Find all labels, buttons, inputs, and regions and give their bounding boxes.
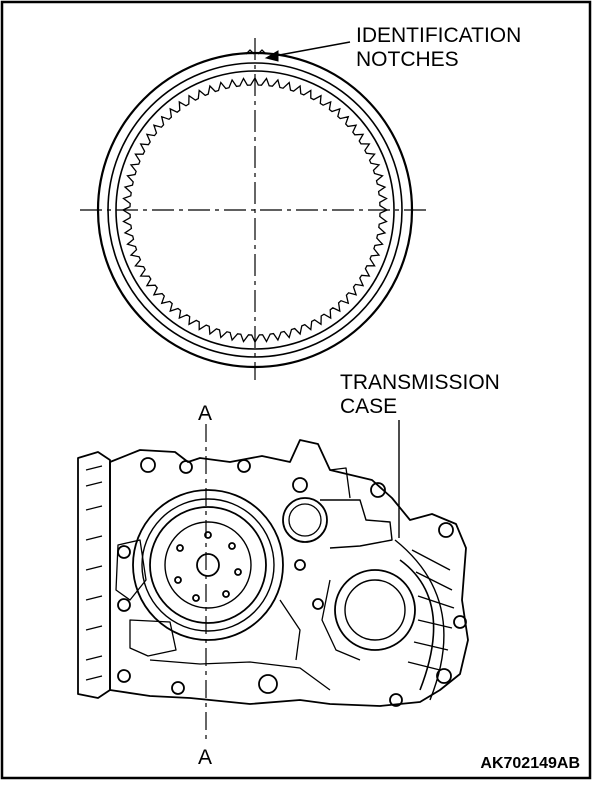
identification-leader (264, 41, 351, 62)
case-left-flange (77, 451, 111, 699)
transmission-label-line1: TRANSMISSION (340, 371, 500, 394)
differential-bore (334, 569, 416, 651)
diagram-border (0, 0, 592, 780)
section-label-top: A (198, 402, 212, 425)
case-ribs (407, 549, 455, 671)
identification-notch (245, 49, 267, 55)
identification-label-line1: IDENTIFICATION (356, 24, 521, 47)
clutch-drum-outer (132, 489, 284, 641)
upper-bore (282, 497, 328, 543)
case-outline (109, 439, 469, 707)
transmission-label-line2: CASE (340, 395, 397, 418)
transmission-case (77, 439, 469, 707)
clutch-ring (80, 38, 430, 380)
identification-label-line2: NOTCHES (356, 48, 459, 71)
section-label-bottom: A (198, 746, 212, 769)
figure-code: AK702149AB (480, 755, 580, 772)
